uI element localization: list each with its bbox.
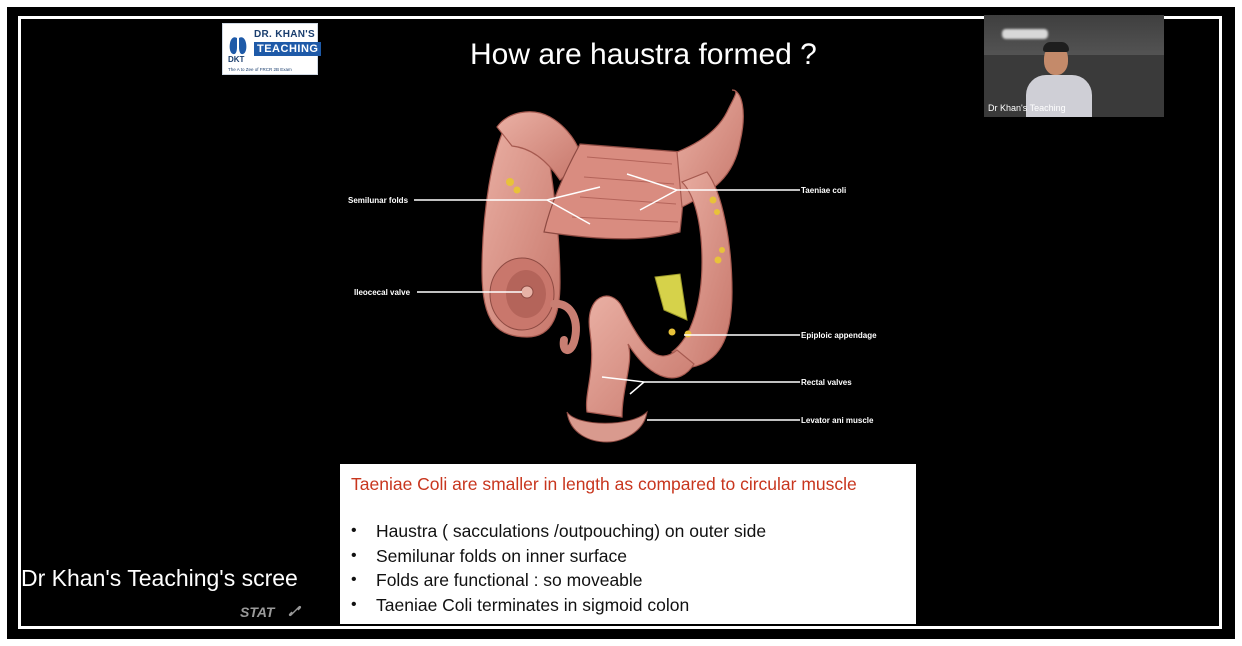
label-taeniae-coli: Taeniae coli	[801, 186, 846, 195]
list-item: • Haustra ( sacculations /outpouching) on…	[351, 519, 766, 544]
webcam-tile[interactable]: Dr Khan's Teaching	[984, 15, 1164, 117]
stat-watermark: STAT	[240, 604, 274, 620]
bullet-text: Folds are functional : so moveable	[376, 570, 643, 590]
notes-box: Taeniae Coli are smaller in length as co…	[340, 464, 916, 624]
bullet-icon: •	[351, 519, 357, 544]
list-item: • Taeniae Coli terminates in sigmoid colo…	[351, 593, 766, 618]
logo-line1: DR. KHAN'S	[254, 29, 315, 40]
notes-bullet-list: • Haustra ( sacculations /outpouching) on…	[351, 519, 766, 617]
bullet-icon: •	[351, 568, 357, 593]
bullet-text: Taeniae Coli terminates in sigmoid colon	[376, 595, 689, 615]
logo-tagline: The A to Zee of FRCR 2B Exam	[228, 67, 292, 72]
bullet-icon: •	[351, 593, 357, 618]
label-semilunar-folds: Semilunar folds	[348, 196, 408, 205]
bullet-icon: •	[351, 544, 357, 569]
logo-line2: TEACHING	[254, 42, 321, 56]
label-ileocecal-valve: Ileocecal valve	[354, 288, 410, 297]
label-levator-ani-muscle: Levator ani muscle	[801, 416, 873, 425]
label-rectal-valves: Rectal valves	[801, 378, 852, 387]
ceiling-light	[1002, 29, 1048, 39]
lungs-icon	[228, 30, 248, 56]
slide-title: How are haustra formed ?	[470, 38, 817, 72]
presenter-hair	[1043, 42, 1069, 52]
screen-share-label: Dr Khan's Teaching's scree	[21, 565, 298, 592]
dkt-logo: DKT DR. KHAN'S TEACHING The A to Zee of …	[222, 23, 318, 75]
bullet-text: Semilunar folds on inner surface	[376, 546, 627, 566]
list-item: • Semilunar folds on inner surface	[351, 544, 766, 569]
list-item: • Folds are functional : so moveable	[351, 568, 766, 593]
notes-headline: Taeniae Coli are smaller in length as co…	[351, 473, 911, 495]
link-icon	[288, 604, 302, 618]
logo-abbr: DKT	[228, 55, 244, 64]
colon-illustration	[322, 82, 922, 462]
bullet-text: Haustra ( sacculations /outpouching) on …	[376, 521, 766, 541]
label-epiploic-appendage: Epiploic appendage	[801, 331, 877, 340]
webcam-name: Dr Khan's Teaching	[988, 103, 1066, 113]
